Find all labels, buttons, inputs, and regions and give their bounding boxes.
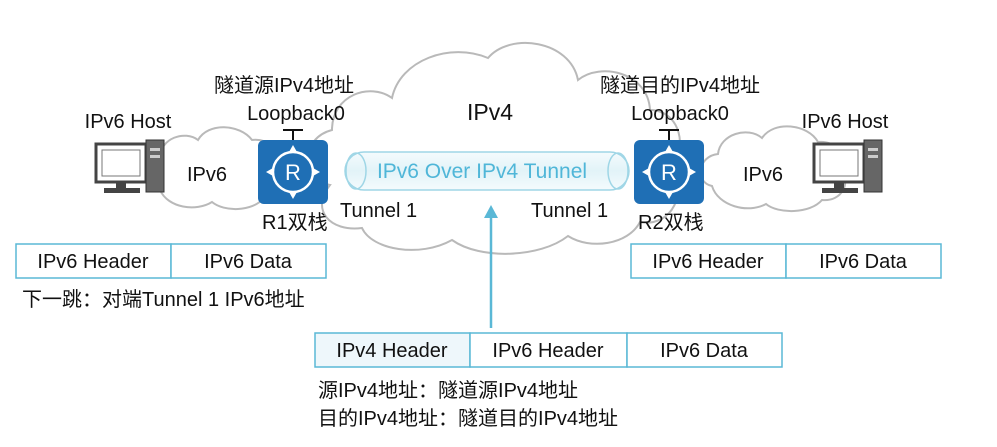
- router-r2-label: R2双栈: [638, 211, 704, 234]
- right-tunnel-interface-label: Tunnel 1: [531, 200, 608, 222]
- right-packet-field-1-box: [785, 243, 942, 279]
- ipv4-network-label: IPv4: [467, 99, 513, 125]
- left-loopback-label: Loopback0: [247, 103, 345, 125]
- right-packet-ipv6-header: IPv6 Header: [652, 251, 764, 273]
- router-r1-letter: R: [285, 160, 301, 185]
- router-r1-label: R1双栈: [262, 211, 328, 234]
- encap-packet-field-1-box: [469, 332, 628, 368]
- left-tunnel-interface-label: Tunnel 1: [340, 200, 417, 222]
- encap-arrow: [484, 205, 498, 328]
- tunnel-label: IPv6 Over IPv4 Tunnel: [377, 160, 587, 183]
- right-packet-ipv6-data: IPv6 Data: [819, 251, 908, 273]
- left-host-label: IPv6 Host: [85, 111, 172, 133]
- right-tunnel-dst-label: 隧道目的IPv4地址: [600, 74, 760, 97]
- right-packet: IPv6 Header IPv6 Data: [630, 243, 942, 279]
- right-ipv6-cloud-label: IPv6: [743, 164, 783, 186]
- encap-packet-field-2-box: [626, 332, 783, 368]
- left-host-computer-icon: [94, 139, 165, 193]
- encap-src-note: 源IPv4地址：隧道源IPv4地址: [318, 379, 578, 402]
- router-r2-icon: R: [634, 140, 704, 204]
- encap-packet-ipv6-data: IPv6 Data: [660, 340, 749, 362]
- encap-packet-field-0-box: [314, 332, 471, 368]
- tunnel-tube: [344, 151, 630, 191]
- right-host-label: IPv6 Host: [802, 111, 889, 133]
- left-tunnel-src-label: 隧道源IPv4地址: [214, 74, 354, 97]
- right-loopback-label: Loopback0: [631, 103, 729, 125]
- left-packet-field-0-box: [15, 243, 172, 279]
- left-packet-field-1-box: [170, 243, 327, 279]
- left-next-hop-note: 下一跳：对端Tunnel 1 IPv6地址: [22, 288, 305, 311]
- left-packet: IPv6 Header IPv6 Data: [15, 243, 327, 279]
- encapsulated-packet: IPv4 Header IPv6 Header IPv6 Data: [314, 332, 783, 368]
- left-packet-ipv6-data: IPv6 Data: [204, 251, 293, 273]
- ipv4-cloud: [306, 42, 681, 255]
- encap-dst-note: 目的IPv4地址：隧道目的IPv4地址: [318, 407, 618, 430]
- left-ipv6-cloud-label: IPv6: [187, 164, 227, 186]
- router-r2-letter: R: [661, 160, 677, 185]
- left-packet-ipv6-header: IPv6 Header: [37, 251, 149, 273]
- right-host-computer-icon: [812, 139, 883, 193]
- encap-packet-ipv4-header: IPv4 Header: [336, 340, 448, 362]
- encap-packet-ipv6-header: IPv6 Header: [492, 340, 604, 362]
- router-r1-icon: R: [258, 140, 328, 204]
